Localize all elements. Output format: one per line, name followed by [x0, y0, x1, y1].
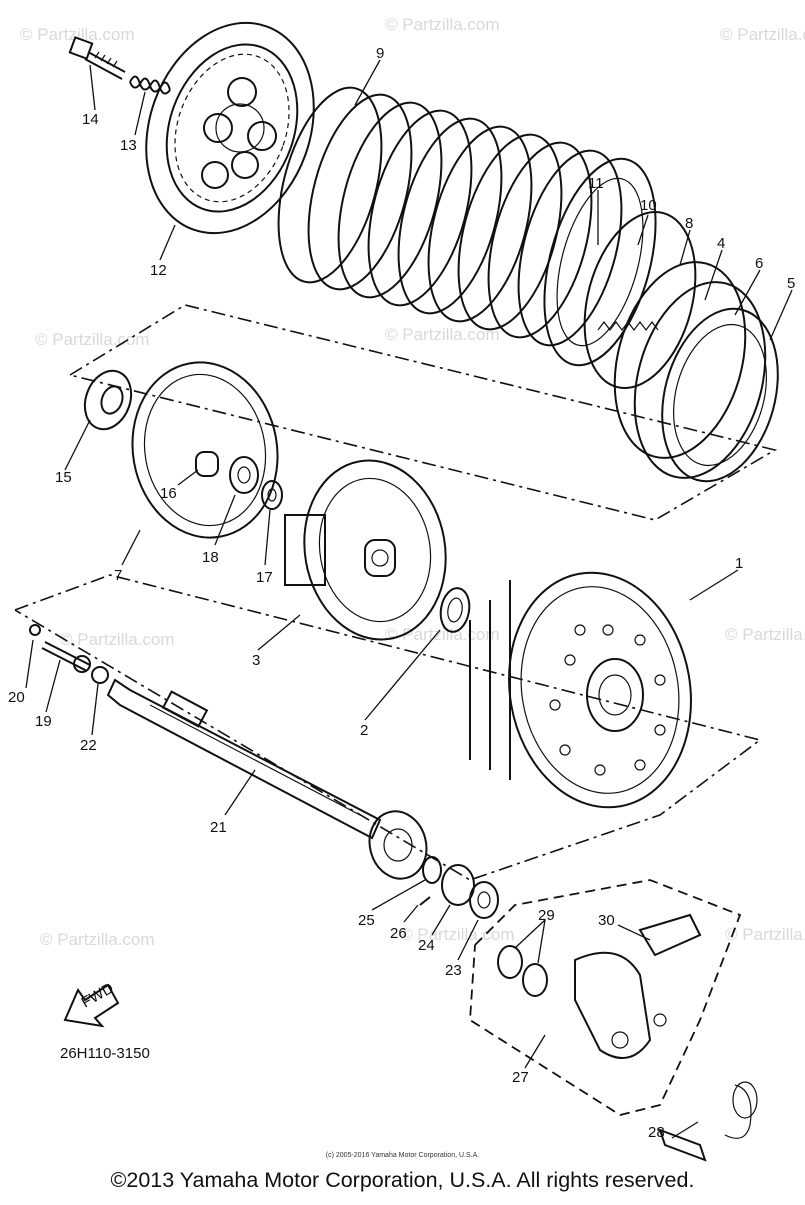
part-label-15: 15	[55, 469, 72, 486]
part-label-22: 22	[80, 737, 97, 754]
watermark: © Partzilla.com	[385, 15, 500, 34]
part-label-16: 16	[160, 485, 177, 502]
part-label-6: 6	[755, 255, 763, 272]
part-21-main-axle	[106, 678, 382, 840]
part-7-pressure-plate	[131, 361, 279, 539]
part-label-29: 29	[538, 907, 555, 924]
part-label-28: 28	[648, 1124, 665, 1141]
watermark: © Partzilla.com	[400, 925, 515, 944]
upper-guide-box	[69, 304, 778, 521]
part-2-thrust-washer	[439, 587, 471, 633]
lower-guide-box	[14, 574, 762, 881]
part-15-bearing	[83, 369, 133, 431]
part-label-13: 13	[120, 137, 137, 154]
watermark: © Partzilla.com	[60, 630, 175, 649]
watermark: © Partzilla.com	[40, 930, 155, 949]
part-label-19: 19	[35, 713, 52, 730]
part-label-25: 25	[358, 912, 375, 929]
part-label-26: 26	[390, 925, 407, 942]
part-label-9: 9	[376, 45, 384, 62]
part-label-5: 5	[787, 275, 795, 292]
footer-copyright: ©2013 Yamaha Motor Corporation, U.S.A. A…	[110, 1168, 695, 1192]
part-label-7: 7	[114, 567, 122, 584]
assembly-guide-lines	[14, 304, 778, 1116]
part-label-4: 4	[717, 235, 725, 252]
part-label-20: 20	[8, 689, 25, 706]
diagram-code: 26H110-3150	[60, 1045, 150, 1062]
part-label-21: 21	[210, 819, 227, 836]
part-label-1: 1	[735, 555, 743, 572]
watermark: © Partzilla.com	[35, 330, 150, 349]
part-label-14: 14	[82, 111, 99, 128]
part-label-12: 12	[150, 262, 167, 279]
part-label-10: 10	[640, 197, 657, 214]
parts-20-19-22-pushrod	[29, 624, 109, 684]
parts-8-4-6-5-rings	[583, 211, 779, 483]
part-label-11: 11	[588, 175, 604, 192]
part-number-labels: 14 13 12 9 11 10 8 4 6 5 15 16 7 18 17 3…	[8, 45, 795, 1141]
part-1-clutch-housing	[469, 571, 692, 809]
shift-lever-group-box	[469, 879, 742, 1116]
part-label-23: 23	[445, 962, 462, 979]
watermark: © Partzilla.com	[725, 925, 805, 944]
leader-lines	[25, 59, 793, 1139]
small-copyright-notice: (c) 2005-2016 Yamaha Motor Corporation, …	[325, 1152, 480, 1159]
part-14-bolt	[68, 36, 126, 80]
parts-29-30-27-28-lever-group	[497, 913, 758, 1162]
parts-25-26-24-23-bearing-collar	[368, 810, 499, 919]
part-label-8: 8	[685, 215, 693, 232]
part-label-3: 3	[252, 652, 260, 669]
watermark: © Partzilla.com	[720, 25, 805, 44]
part-3-clutch-boss	[284, 459, 447, 641]
part-label-24: 24	[418, 937, 435, 954]
watermark: © Partzilla.com	[725, 625, 805, 644]
parts-18-17-nut-washer	[229, 456, 283, 510]
part-label-18: 18	[202, 549, 219, 566]
watermark: © Partzilla.com	[385, 325, 500, 344]
part-label-30: 30	[598, 912, 615, 929]
clutch-plate-stack	[277, 86, 657, 367]
fwd-arrow-icon: FWD	[63, 980, 120, 1028]
watermark: © Partzilla.com	[20, 25, 135, 44]
watermarks: © Partzilla.com © Partzilla.com © Partzi…	[20, 15, 805, 949]
part-label-2: 2	[360, 722, 368, 739]
part-label-27: 27	[512, 1069, 529, 1086]
part-label-17: 17	[256, 569, 273, 586]
